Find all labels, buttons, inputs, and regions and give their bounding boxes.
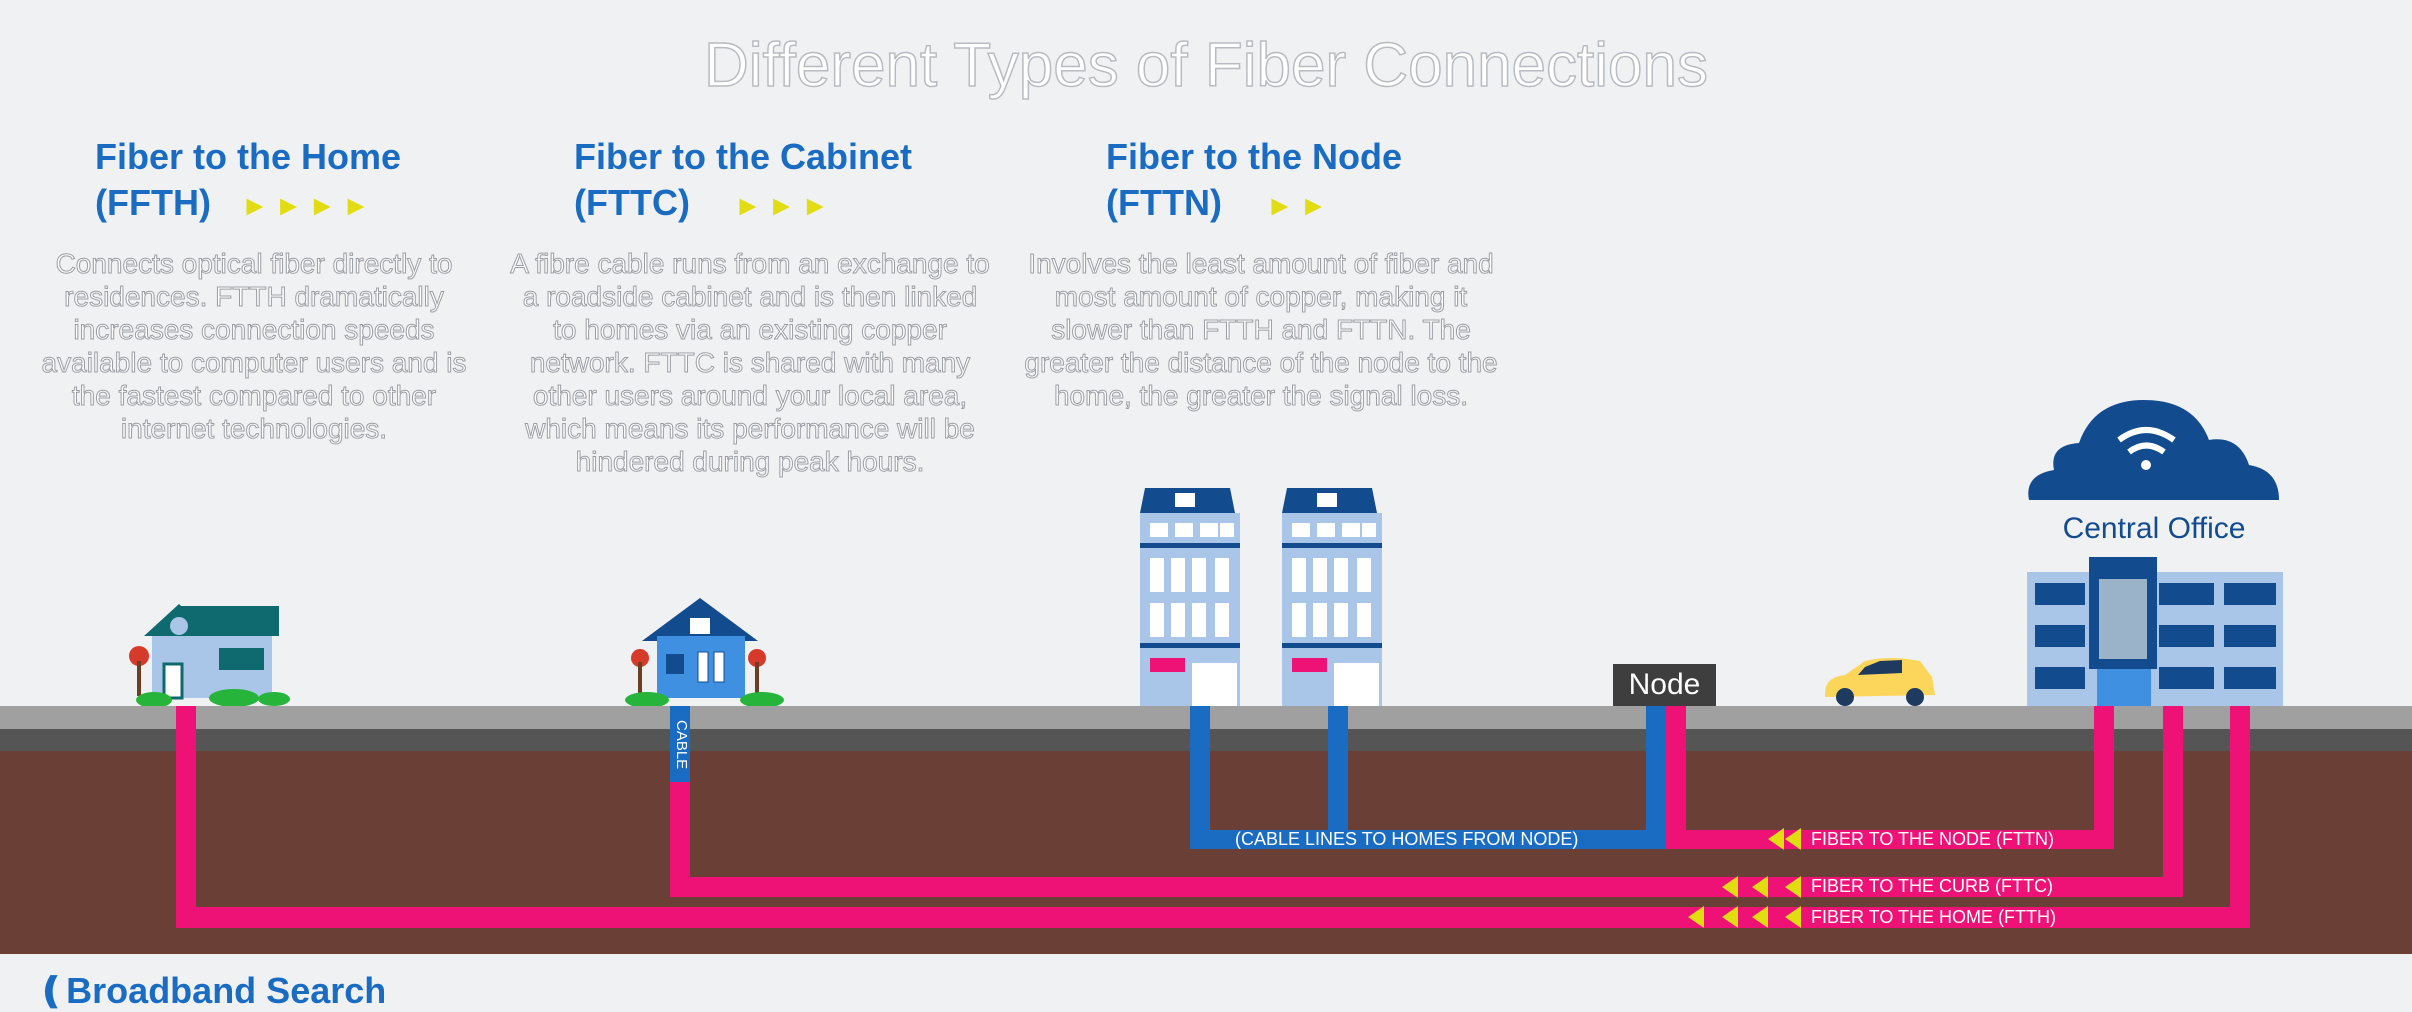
logo-icon: ❪: [36, 970, 67, 1011]
ftth-label: FIBER TO THE HOME (FTTH): [1811, 907, 2057, 927]
cable-line: [1646, 706, 1666, 849]
central-office-label: Central Office: [2062, 512, 2246, 545]
apartment-building-icon: [1282, 488, 1382, 706]
section-abbr-row: (FTTC) ►►►: [574, 180, 912, 229]
section-fttn: Fiber to the Node (FTTN) ►►: [1106, 134, 1402, 229]
fttc-label: FIBER TO THE CURB (FTTC): [1811, 876, 2054, 896]
arrow-icon: [1688, 906, 1704, 928]
arrow-icon: [1752, 876, 1768, 898]
arrow-icon: [1785, 906, 1801, 928]
arrows-icon: ►►►: [733, 190, 836, 221]
ftth-fiber-line: [176, 706, 196, 928]
section-heading: Fiber to the Cabinet: [574, 136, 913, 177]
apartment-building-icon: [1140, 488, 1240, 706]
ftth-fiber-line: [2230, 706, 2250, 928]
section-body: A fibre cable runs from an exchange to a…: [510, 248, 990, 478]
cloud-wifi-icon: [2028, 400, 2279, 500]
section-ftth: Fiber to the Home (FFTH) ►►►►: [95, 134, 401, 229]
arrow-icon: [1722, 876, 1738, 898]
section-abbr: (FTTN): [1106, 182, 1222, 223]
arrow-icon: [1752, 906, 1768, 928]
node-box: Node: [1613, 664, 1716, 706]
cable-lines-label: (CABLE LINES TO HOMES FROM NODE): [1235, 829, 1579, 849]
house-icon: [129, 604, 290, 706]
cable-line: [670, 706, 690, 782]
central-office-building-icon: [2027, 557, 2283, 706]
fttc-fiber-line: [670, 877, 2182, 897]
fttc-fiber-line: [670, 782, 690, 897]
section-abbr-row: (FFTH) ►►►►: [95, 180, 401, 229]
section-abbr: (FFTH): [95, 182, 211, 223]
house-icon: [625, 598, 784, 706]
section-body: Involves the least amount of fiber and m…: [1024, 248, 1498, 412]
arrow-icon: [1768, 828, 1784, 850]
cable-label: CABLE: [673, 720, 690, 770]
cable-line: [1190, 706, 1210, 849]
car-icon: [1825, 658, 1935, 706]
arrows-icon: ►►: [1265, 190, 1334, 221]
fttn-label: FIBER TO THE NODE (FTTN): [1811, 829, 2055, 849]
cable-line: [1190, 830, 1666, 849]
arrows-icon: ►►►►: [240, 190, 376, 221]
logo: ❪Broadband Search: [36, 970, 386, 1012]
section-heading: Fiber to the Node: [1106, 136, 1402, 177]
section-fttc: Fiber to the Cabinet (FTTC) ►►►: [574, 134, 912, 229]
logo-text: Broadband Search: [66, 970, 387, 1011]
section-abbr-row: (FTTN) ►►: [1106, 180, 1402, 229]
cable-line: [1328, 706, 1348, 849]
arrow-icon: [1722, 906, 1738, 928]
fttn-fiber-line: [1666, 706, 1686, 849]
section-body: Connects optical fiber directly to resid…: [41, 248, 467, 445]
arrow-icon: [1785, 828, 1801, 850]
fttn-fiber-line: [2094, 706, 2114, 849]
section-heading: Fiber to the Home: [95, 136, 402, 177]
arrow-icon: [1785, 876, 1801, 898]
page-title: Different Types of Fiber Connections: [703, 30, 1709, 101]
section-abbr: (FTTC): [574, 182, 690, 223]
fttc-fiber-line: [2163, 706, 2183, 897]
